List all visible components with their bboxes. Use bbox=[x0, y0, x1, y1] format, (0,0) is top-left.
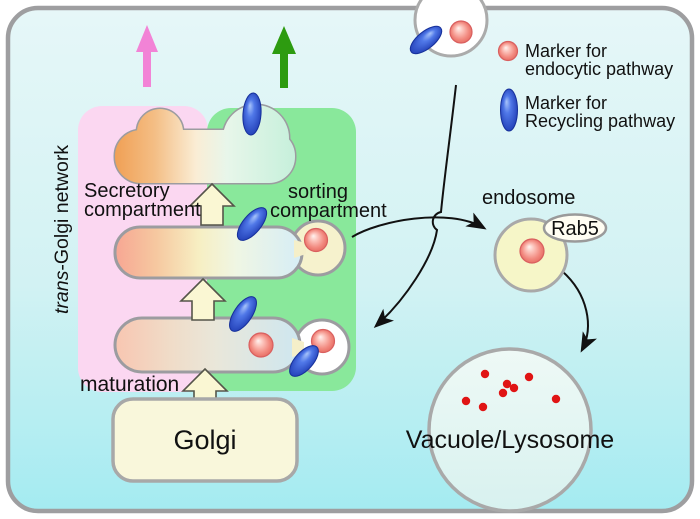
degraded-cargo-dots bbox=[461, 369, 561, 412]
endosome-to-vacuole-arrow bbox=[561, 270, 597, 353]
vacuole-lysosome: Vacuole/Lysosome bbox=[406, 347, 614, 513]
maturation-label: maturation bbox=[80, 373, 179, 396]
cargo-dot bbox=[509, 383, 519, 393]
cargo-dot bbox=[480, 369, 490, 379]
endocytic-marker-icon bbox=[248, 332, 274, 358]
endocytosis-to-sorting-arrow bbox=[373, 84, 457, 329]
bud-neck bbox=[294, 240, 306, 258]
sorting-compartment-label-line1: sorting bbox=[288, 181, 348, 203]
sorting-compartment-label-line2: compartment bbox=[270, 200, 387, 222]
recycling-marker-icon bbox=[289, 345, 319, 377]
rab5-label: Rab5 bbox=[551, 218, 599, 240]
cargo-dot bbox=[502, 379, 512, 389]
endocytic-marker-icon bbox=[303, 227, 329, 253]
cargo-dot bbox=[461, 396, 471, 406]
vacuole-label: Vacuole/Lysosome bbox=[406, 426, 614, 454]
maturation-arrow-middle bbox=[179, 277, 227, 321]
rab5-badge bbox=[542, 213, 608, 243]
legend-recycling-line1: Marker for bbox=[525, 93, 607, 113]
legend-endocytic-line2: endocytic pathway bbox=[525, 59, 673, 79]
maturation-arrow-top bbox=[188, 182, 236, 226]
cargo-dot bbox=[478, 402, 488, 412]
secretory-compartment-label-line1: Secretory bbox=[84, 180, 170, 202]
cargo-dot bbox=[551, 394, 561, 404]
legend-recycling-marker-icon bbox=[500, 88, 518, 132]
vacuole-circle bbox=[427, 347, 593, 513]
trans-golgi-network-label: trans-Golgi network bbox=[51, 145, 73, 314]
endosome-label: endosome bbox=[482, 187, 575, 209]
secretory-exit-arrow bbox=[136, 25, 158, 87]
recycling-marker-icon bbox=[409, 25, 443, 55]
endosome: endosome Rab5 bbox=[482, 187, 608, 293]
plasma-membrane-vesicle bbox=[409, 0, 489, 58]
legend: Marker for endocytic pathway Marker for … bbox=[497, 40, 675, 132]
endocytic-marker-icon bbox=[519, 238, 545, 264]
cargo-dot bbox=[524, 372, 534, 382]
secretory-compartment-label-line2: compartment bbox=[84, 199, 201, 221]
recycling-marker-icon bbox=[236, 207, 268, 241]
cargo-dot bbox=[498, 388, 508, 398]
endocytic-marker-icon bbox=[449, 20, 473, 44]
middle-cisterna bbox=[113, 219, 347, 280]
sorting-to-endosome-arrow bbox=[351, 212, 487, 238]
golgi-label: Golgi bbox=[173, 425, 236, 455]
recycling-marker-icon bbox=[242, 92, 262, 136]
legend-recycling-line2: Recycling pathway bbox=[525, 111, 675, 131]
golgi-box bbox=[111, 397, 299, 483]
legend-endocytic-marker-icon bbox=[497, 40, 519, 62]
recycling-exit-arrow bbox=[272, 26, 296, 88]
legend-endocytic-line1: Marker for bbox=[525, 41, 607, 61]
recycling-marker-icon bbox=[229, 296, 257, 332]
